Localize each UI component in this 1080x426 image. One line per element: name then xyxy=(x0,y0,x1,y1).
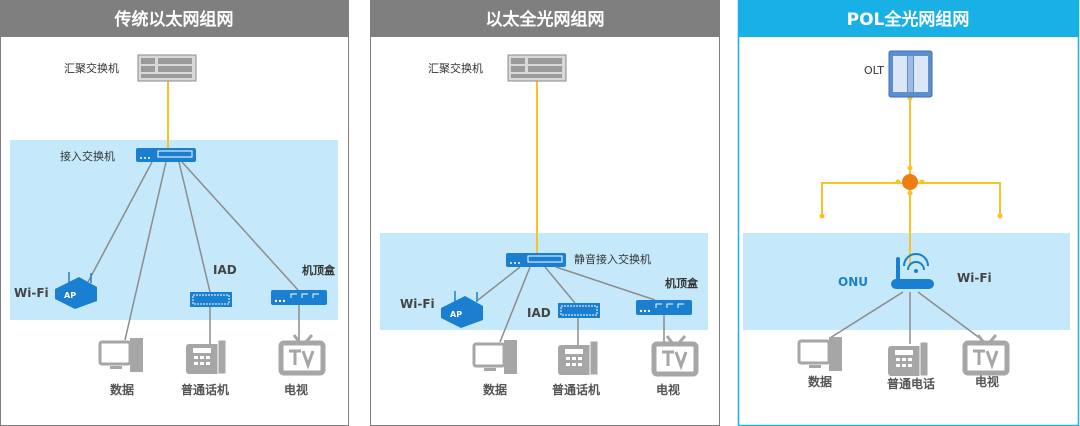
olt-icon xyxy=(888,50,933,98)
endpoint-label-phone: 普通话机 xyxy=(552,382,600,397)
endpoint-label-tv: 电视 xyxy=(975,374,999,389)
endpoint-label-phone: 普通电话 xyxy=(887,376,935,391)
panel-header xyxy=(0,0,349,37)
ap-label: AP xyxy=(64,291,76,300)
olt-label: OLT xyxy=(864,64,884,77)
wifi-label: Wi-Fi xyxy=(400,297,435,311)
panel-header xyxy=(738,0,1079,37)
endpoint-label-tv: 电视 xyxy=(284,382,308,397)
panel-title: 以太全光网组网 xyxy=(486,9,605,30)
endpoint-label-tv: 电视 xyxy=(656,382,680,397)
endpoint-label-data: 数据 xyxy=(110,382,134,397)
access-switch-icon xyxy=(135,147,197,163)
endpoint-label-phone: 普通话机 xyxy=(181,382,229,397)
panel-pol-all-optical: POL全光网组网 OLT ONU Wi-Fi xyxy=(737,0,1080,426)
stb-label: 机顶盒 xyxy=(665,276,699,290)
phone-icon xyxy=(557,340,599,376)
access-switch-icon xyxy=(505,252,567,268)
endpoint-label-data: 数据 xyxy=(483,382,507,397)
iad-label: IAD xyxy=(213,263,237,277)
iad-icon xyxy=(189,291,233,308)
set-top-box-icon xyxy=(635,299,693,316)
onu-label: ONU xyxy=(838,275,868,289)
panel-title: 传统以太网组网 xyxy=(114,9,234,30)
endpoint-label-data: 数据 xyxy=(808,374,832,389)
aggregation-switch-label: 汇聚交换机 xyxy=(64,61,119,75)
phone-icon xyxy=(185,339,227,375)
phone-icon xyxy=(887,341,929,377)
rack-switch-icon xyxy=(137,54,197,82)
panel-ethernet-all-optical: 以太全光网组网 汇聚交换机 静音接入交换机 AP Wi-Fi IAD 机顶盒 数… xyxy=(370,0,720,426)
cable-links xyxy=(477,266,665,345)
wifi-label: Wi-Fi xyxy=(14,286,49,300)
panel-header xyxy=(370,0,720,37)
wifi-label: Wi-Fi xyxy=(957,271,992,285)
stb-label: 机顶盒 xyxy=(302,263,336,277)
panel-title: POL全光网组网 xyxy=(847,9,970,30)
ap-label: AP xyxy=(450,310,462,319)
rack-switch-icon xyxy=(507,54,567,82)
set-top-box-icon xyxy=(270,289,328,306)
iad-icon xyxy=(557,302,601,319)
onu-icon xyxy=(891,253,934,289)
access-switch-label: 静音接入交换机 xyxy=(574,252,651,266)
access-switch-label: 接入交换机 xyxy=(60,149,115,163)
aggregation-switch-label: 汇聚交换机 xyxy=(428,61,483,75)
cable-links xyxy=(87,161,300,345)
splitter-icon xyxy=(902,174,918,190)
cable-links xyxy=(829,291,986,344)
panel-traditional-ethernet: 传统以太网组网 汇聚交换机 接入交换机 AP Wi-Fi IAD 机顶盒 数据 … xyxy=(0,0,349,426)
iad-label: IAD xyxy=(527,306,551,320)
